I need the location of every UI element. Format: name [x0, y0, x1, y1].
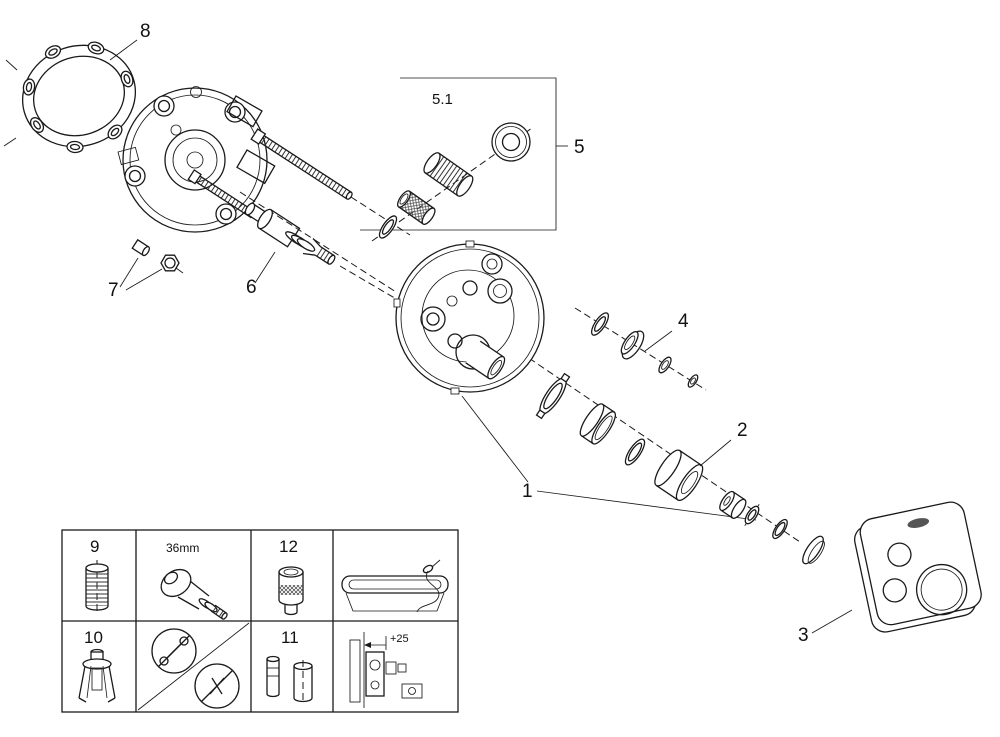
callout-3: 3 [798, 625, 809, 646]
no-pliers-icon [194, 663, 240, 709]
thermostat-dial [915, 563, 968, 616]
extension-knurled-sleeve [396, 190, 436, 225]
union-fitting-bottom [236, 149, 276, 185]
button-o-ring [772, 518, 788, 540]
sleeve-o-ring [624, 438, 646, 466]
button-cap [802, 535, 825, 565]
retainer-ring [579, 403, 616, 445]
extension-set: 5 5.1 [360, 77, 585, 239]
threaded-stud [187, 169, 256, 219]
callout-12: 12 [279, 537, 298, 556]
table-cell-mounting: +25 [349, 632, 423, 708]
extension-o-ring [378, 215, 398, 239]
bathtub-icon [341, 559, 449, 613]
callout-6: 6 [246, 277, 257, 298]
threaded-spindle [250, 128, 353, 200]
side-port [117, 146, 140, 166]
wall-mounting-icon [349, 632, 423, 708]
no-wrench-icon [151, 628, 197, 674]
table-cell-bathtub [341, 559, 449, 613]
callout-5: 5 [574, 137, 585, 158]
trim-sleeve [654, 449, 704, 502]
bayonet-collar [535, 372, 571, 420]
callout-1: 1 [522, 481, 533, 502]
select-button-2 [882, 578, 907, 603]
callout-5-1: 5.1 [432, 91, 453, 108]
callout-2: 2 [737, 420, 748, 441]
extension-threaded-sleeve [423, 152, 474, 197]
gasket-seal: 8 [3, 21, 151, 154]
callout-9: 9 [90, 537, 99, 556]
size-annotation: 36mm [166, 541, 199, 555]
screw-set: 7 [108, 238, 184, 301]
extension-cap [491, 122, 531, 162]
callout-11: 11 [281, 628, 299, 647]
union-fitting-top [226, 95, 263, 128]
table-cell-9: 9 [85, 537, 109, 614]
table-cell-11: 11 [266, 628, 313, 703]
faceplate: 3 [798, 501, 982, 646]
table-cell-36mm: 36mm [160, 541, 228, 620]
spring-clip [744, 503, 760, 527]
table-cell-10: 10 [78, 628, 116, 703]
concealed-valve-body [117, 86, 353, 233]
cartridge-puller-icon [78, 648, 116, 703]
adapter-set: 4 [590, 311, 699, 388]
select-button-1 [887, 542, 912, 567]
callout-7: 7 [108, 280, 119, 301]
plate-outlet-stub [465, 340, 506, 380]
callout-10: 10 [84, 628, 103, 647]
handle-core [719, 490, 747, 519]
callout-8: 8 [140, 21, 151, 42]
callout-4: 4 [678, 311, 689, 332]
grohe-logo-badge [907, 518, 930, 528]
handle-parts [719, 490, 825, 565]
table-cell-12: 12 [278, 537, 304, 616]
thermostatic-cartridge: 6 [244, 202, 336, 298]
trim-sleeve-set: 2 1 [461, 372, 757, 521]
mounting-plate [393, 240, 545, 395]
offset-annotation: +25 [390, 633, 409, 645]
accessory-table: 9 36mm 12 [61, 529, 459, 713]
table-cell-prohibition [137, 622, 250, 711]
